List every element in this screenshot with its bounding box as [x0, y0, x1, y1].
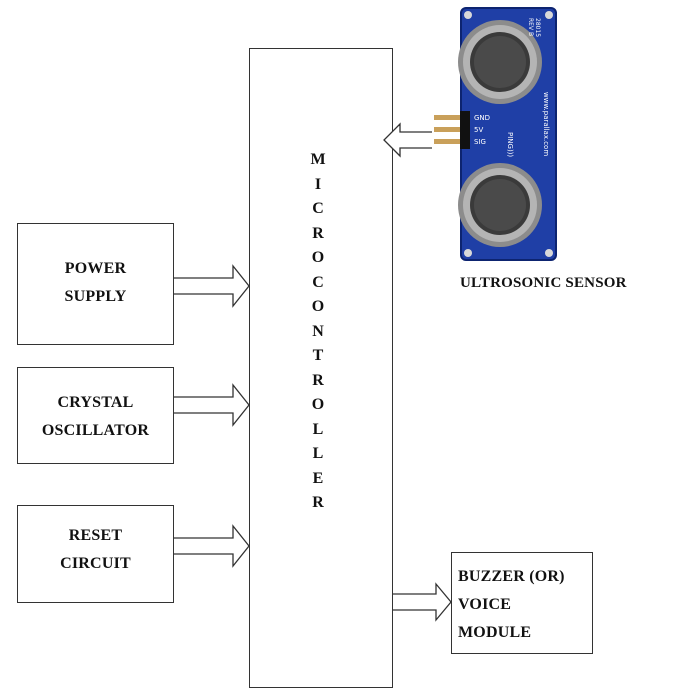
diagram-graphics: GND 5V SIG PING))) www.parallax.com 2801…: [174, 7, 557, 622]
microcontroller-letter: R: [312, 371, 324, 389]
crystal-oscillator-block: [17, 367, 174, 464]
microcontroller-letter: L: [312, 445, 324, 462]
microcontroller-letter: N: [312, 322, 324, 340]
microcontroller-letter: M: [310, 151, 326, 168]
power-supply-arrow: [174, 264, 250, 308]
svg-text:www.parallax.com: www.parallax.com: [542, 92, 550, 156]
microcontroller-letter: T: [312, 347, 324, 364]
microcontroller-letter: C: [312, 273, 324, 291]
microcontroller-letter: E: [312, 469, 324, 487]
power-supply-block: [17, 223, 174, 345]
reset-circuit-label: RESET CIRCUIT: [60, 527, 131, 572]
ultrasonic-sensor-label: ULTROSONIC SENSOR: [460, 275, 627, 291]
microcontroller-block: [249, 48, 393, 688]
microcontroller-letter: O: [311, 396, 325, 413]
svg-text:PING))): PING))): [506, 132, 514, 157]
buzzer-module-block: [451, 552, 593, 654]
buzzer-module-label: BUZZER (OR) VOICE MODULE: [458, 568, 565, 641]
microcontroller-letter: L: [312, 420, 324, 438]
sensor-arrow: [383, 122, 432, 158]
microcontroller-letter: I: [314, 175, 322, 193]
crystal-arrow: [174, 383, 250, 427]
svg-text:28015: 28015: [534, 18, 541, 37]
reset-arrow: [174, 524, 250, 568]
microcontroller-letter: O: [311, 298, 325, 315]
microcontroller-letter: R: [312, 494, 324, 511]
svg-text:5V: 5V: [474, 126, 483, 134]
microcontroller-letter: R: [312, 224, 324, 242]
crystal-oscillator-label: CRYSTAL OSCILLATOR: [41, 394, 150, 439]
microcontroller-letter: O: [311, 249, 325, 266]
svg-text:SIG: SIG: [474, 138, 486, 146]
microcontroller-letter: C: [312, 200, 324, 217]
svg-text:REV B: REV B: [527, 18, 534, 36]
reset-circuit-block: [17, 505, 174, 603]
buzzer-arrow: [393, 582, 452, 622]
power-supply-label: POWER SUPPLY: [64, 260, 127, 305]
ultrasonic-sensor-image: GND 5V SIG PING))) www.parallax.com 2801…: [434, 7, 557, 261]
svg-text:GND: GND: [474, 114, 490, 122]
